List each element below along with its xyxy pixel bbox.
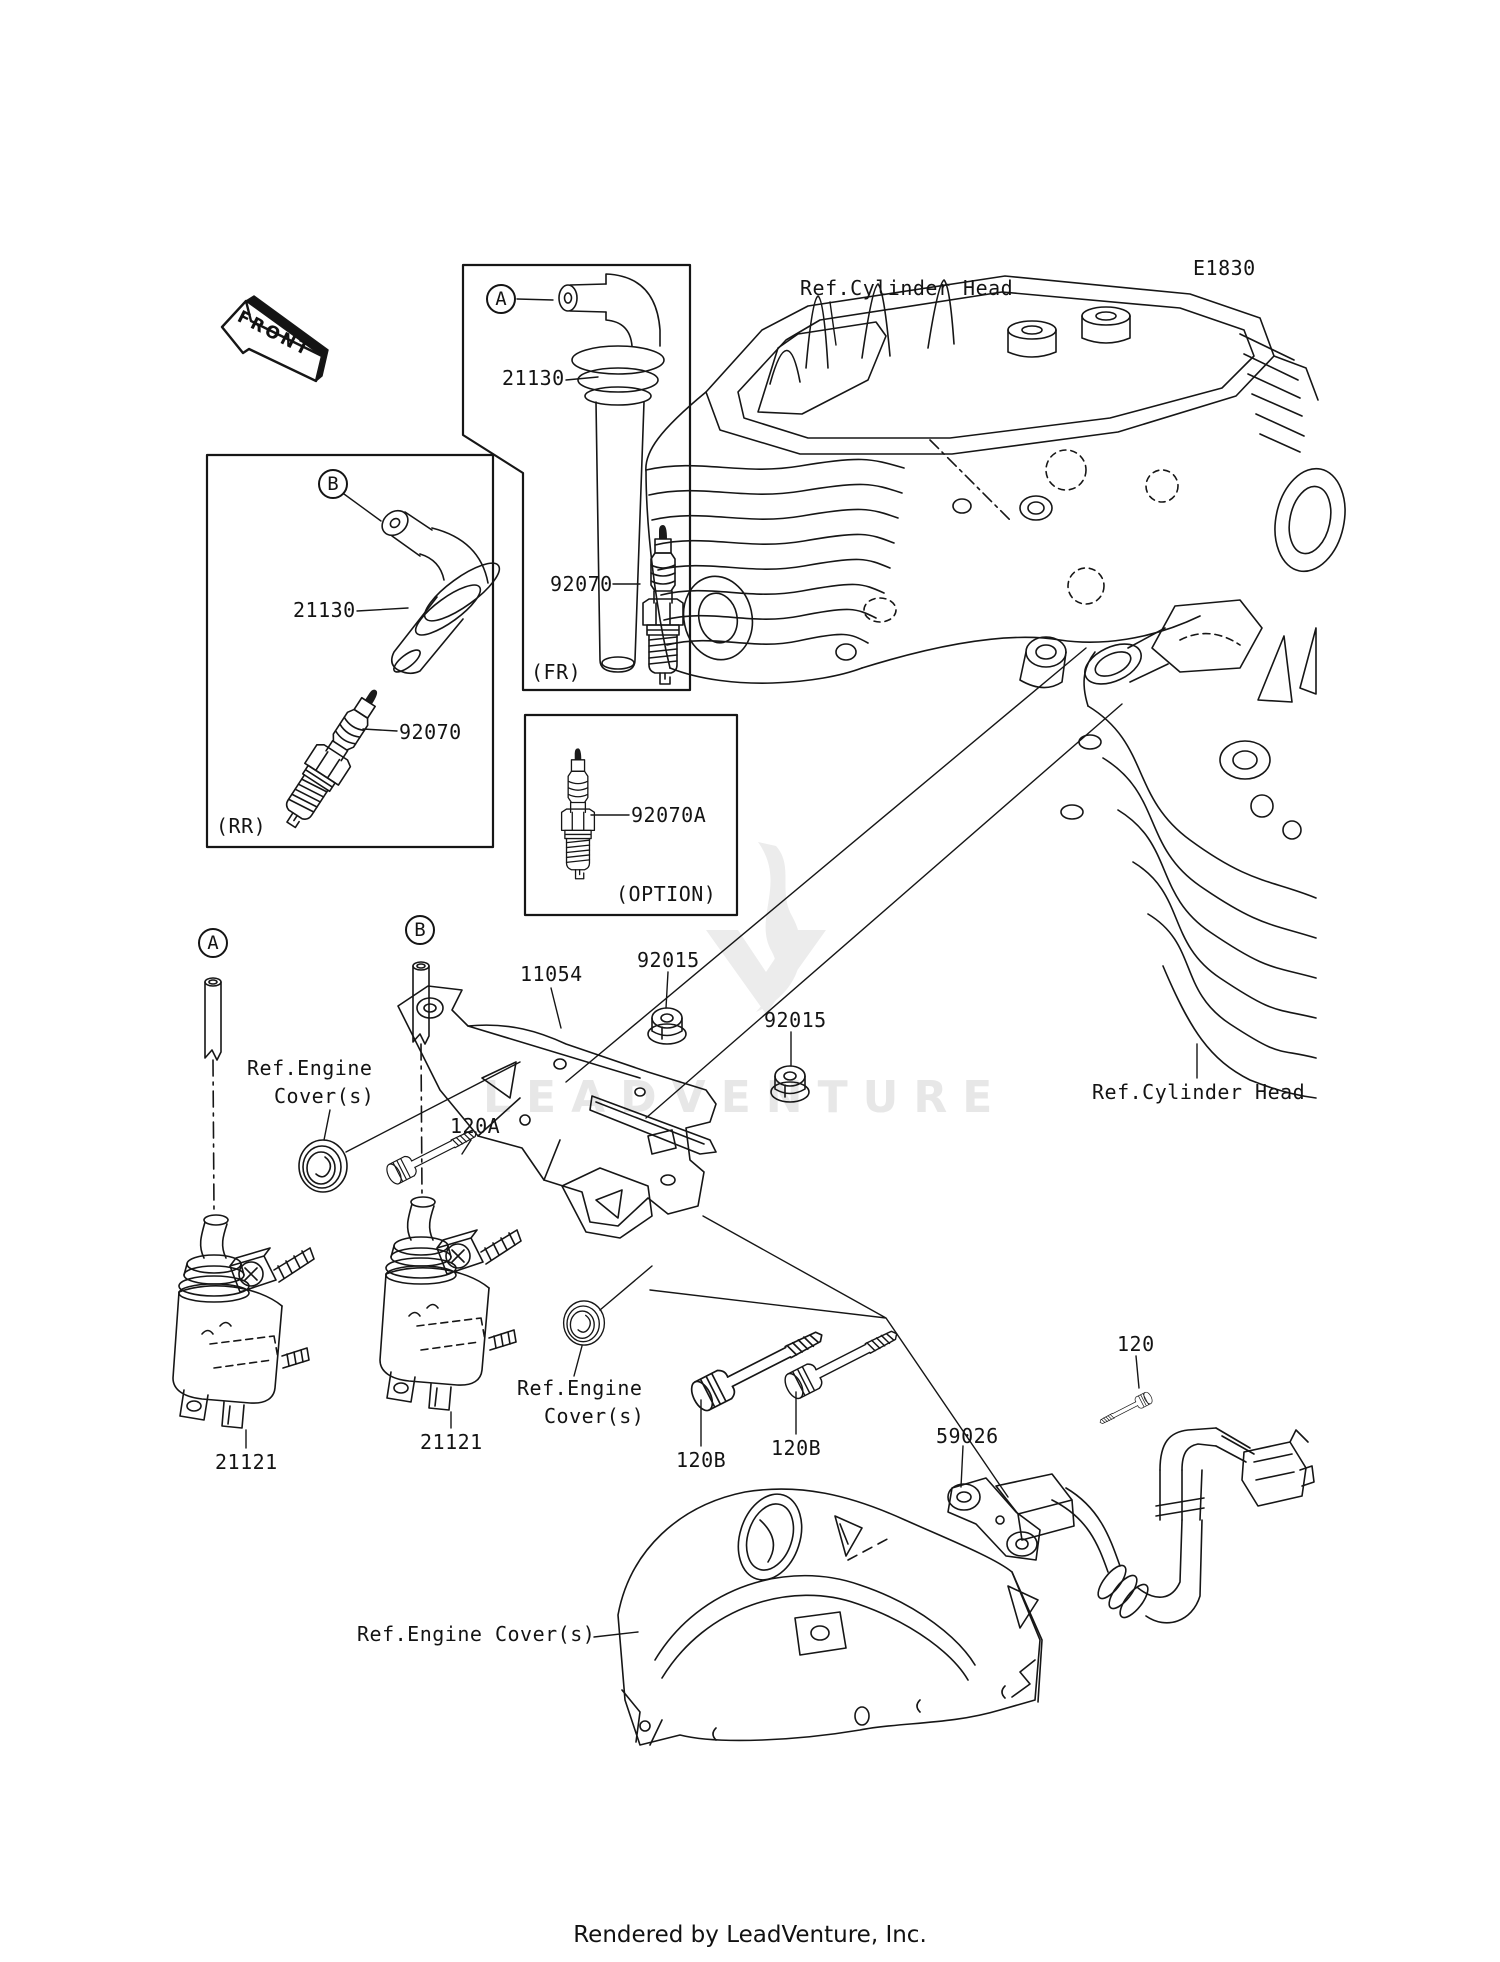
ref-engine-cover-2-line1: Ref.Engine <box>517 1376 643 1400</box>
part-label-bolt-120: 120 <box>1117 1332 1155 1356</box>
callout-b-coil: B <box>405 915 435 945</box>
panel-tag-fr: (FR) <box>531 660 582 684</box>
part-label-bracket: 11054 <box>520 962 583 986</box>
cylinder-head-top-drawing <box>645 275 1346 689</box>
plug-tube-drawings <box>204 961 430 1213</box>
part-label-plug-cap-fr: 21130 <box>502 366 565 390</box>
part-label-bolt-120b-1: 120B <box>676 1448 727 1472</box>
ref-engine-cover-1-line1: Ref.Engine <box>247 1056 373 1080</box>
part-label-spark-plug-rr: 92070 <box>399 720 462 744</box>
front-arrow-icon <box>220 295 329 383</box>
ref-engine-cover-3-label: Ref.Engine Cover(s) <box>357 1622 596 1646</box>
ref-cylinder-head-right-label: Ref.Cylinder Head <box>1092 1080 1306 1104</box>
assembly-reference-lines <box>565 647 1123 1498</box>
part-label-nut-2: 92015 <box>764 1008 827 1032</box>
page-code: E1830 <box>1193 256 1256 280</box>
ref-engine-cover-2-line2: Cover(s) <box>544 1404 645 1428</box>
bolt-drawings <box>383 1121 1155 1429</box>
callout-b-rr: B <box>318 469 348 499</box>
cylinder-head-right-drawing <box>1060 599 1317 1099</box>
coil-bracket-drawing <box>397 985 717 1239</box>
plug-cap-fr-drawing <box>558 273 665 673</box>
panel-tag-option: (OPTION) <box>616 882 717 906</box>
leader-lines <box>245 298 1198 1638</box>
rendered-by-footer: Rendered by LeadVenture, Inc. <box>573 1922 927 1948</box>
spark-plug-fr-drawing <box>642 524 684 685</box>
engine-cover-drawing <box>617 1488 1043 1746</box>
ignition-coil-1-drawing <box>172 1214 315 1429</box>
part-label-coil-2: 21121 <box>420 1430 483 1454</box>
part-label-coil-1: 21121 <box>215 1450 278 1474</box>
callout-a-coil: A <box>198 928 228 958</box>
part-label-bolt-120a: 120A <box>450 1114 501 1138</box>
ref-engine-cover-1-line2: Cover(s) <box>274 1084 375 1108</box>
panel-tag-rr: (RR) <box>216 814 267 838</box>
plug-cap-rr-drawing <box>381 509 501 675</box>
panel-boxes <box>205 263 739 917</box>
ref-cylinder-head-top-label: Ref.Cylinder Head <box>800 276 1014 300</box>
callout-a-fr: A <box>486 284 516 314</box>
part-label-bolt-120b-2: 120B <box>771 1436 822 1460</box>
grommet-drawings <box>298 1139 606 1346</box>
spark-plug-option-drawing <box>560 747 596 880</box>
pickup-coil-drawing <box>947 1427 1315 1624</box>
part-label-plug-cap-rr: 21130 <box>293 598 356 622</box>
part-label-spark-plug-fr: 92070 <box>550 572 613 596</box>
ignition-coil-2-drawing <box>379 1196 522 1411</box>
part-label-spark-plug-option: 92070A <box>631 803 707 827</box>
part-label-pickup-coil: 59026 <box>936 1424 999 1448</box>
part-label-nut-1: 92015 <box>637 948 700 972</box>
spark-plug-rr-drawing <box>271 678 394 836</box>
